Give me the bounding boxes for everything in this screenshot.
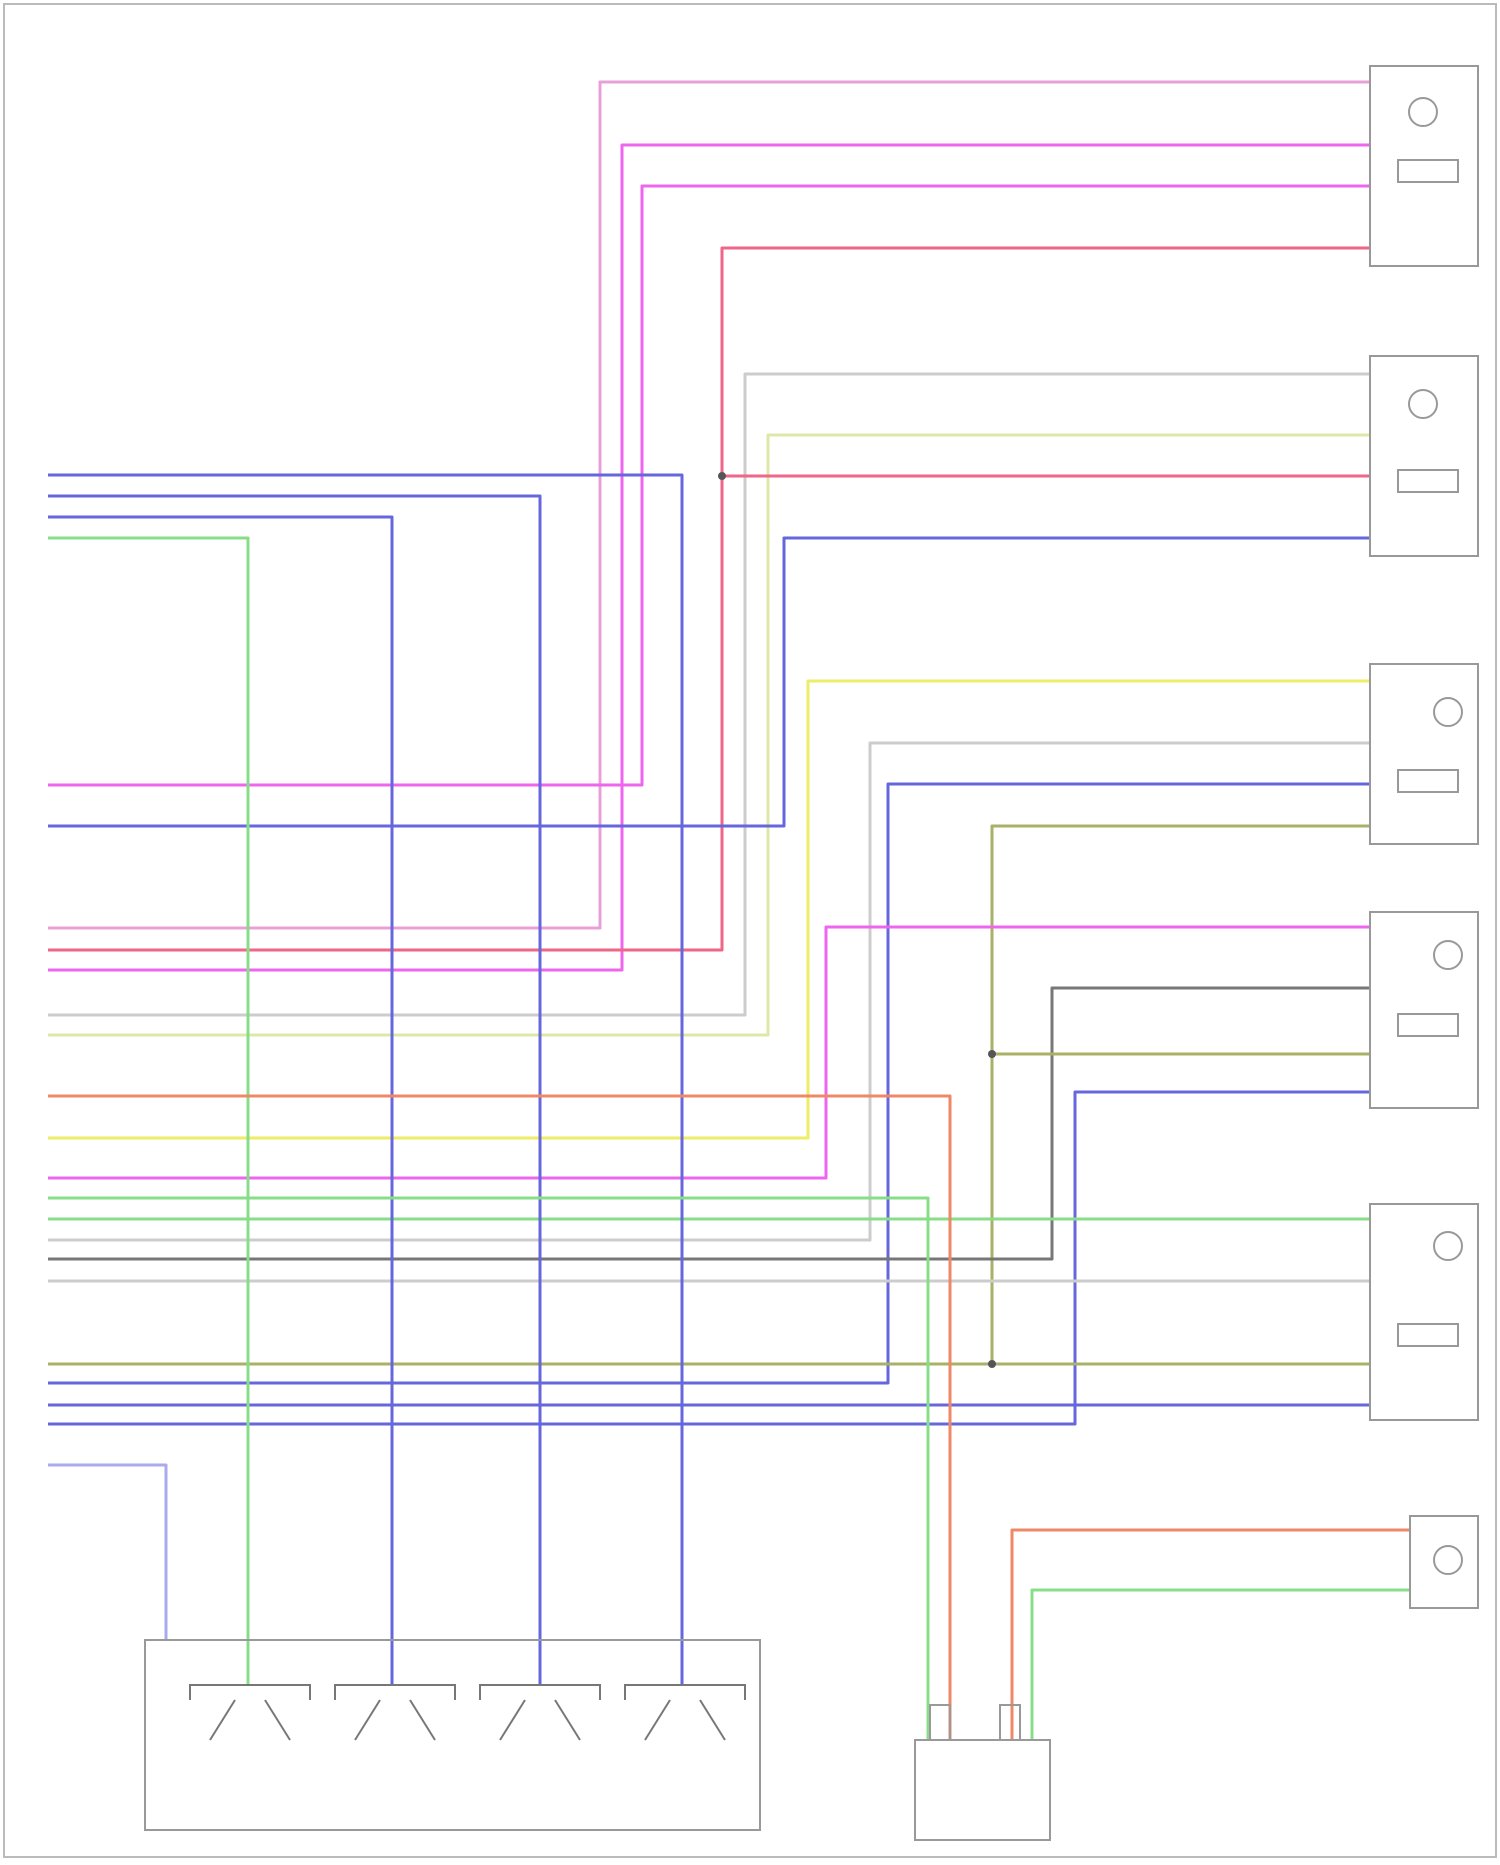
rear-height-motor-box xyxy=(1370,1204,1478,1420)
switch-symbol xyxy=(335,1685,455,1740)
upper-lumbar-motor-box xyxy=(1370,356,1478,556)
switch-symbol xyxy=(480,1685,600,1740)
sensor-symbol xyxy=(1398,160,1458,182)
motor-symbol xyxy=(1409,98,1437,126)
wire xyxy=(48,517,392,1685)
wire xyxy=(48,538,248,1685)
connector-pin xyxy=(930,1705,950,1740)
wire xyxy=(48,475,682,1685)
wire xyxy=(48,681,1370,1138)
wire xyxy=(48,1465,166,1640)
page-frame xyxy=(4,4,1496,1857)
wire xyxy=(1032,1590,1410,1740)
wire xyxy=(48,743,1370,1240)
motor-symbol xyxy=(1409,390,1437,418)
wire xyxy=(48,248,1370,950)
motor-symbol xyxy=(1434,1232,1462,1260)
sensor-symbol xyxy=(1398,470,1458,492)
wire xyxy=(48,1198,928,1740)
wire xyxy=(48,374,1370,1015)
wire xyxy=(48,145,1370,970)
wire xyxy=(48,82,1370,928)
wire xyxy=(48,1096,950,1740)
motor-symbol xyxy=(1434,1546,1462,1574)
fwd-motor-box xyxy=(1370,912,1478,1108)
splice-dot xyxy=(988,1050,996,1058)
switch-symbol xyxy=(625,1685,745,1740)
splice-dot xyxy=(988,1360,996,1368)
splice-dot xyxy=(718,472,726,480)
switch-panel-box xyxy=(145,1640,760,1830)
wire xyxy=(48,186,1370,785)
wire xyxy=(48,784,1370,1383)
wire xyxy=(992,826,1370,1364)
motor-symbol xyxy=(1434,941,1462,969)
motor-symbol xyxy=(1434,698,1462,726)
switch-symbol xyxy=(190,1685,310,1740)
sensor-symbol xyxy=(1398,1014,1458,1036)
wire xyxy=(48,496,540,1685)
seat-module-box xyxy=(915,1740,1050,1840)
height-motor-box xyxy=(1370,664,1478,844)
recliner-motor-box xyxy=(1410,1516,1478,1608)
lumbar-motor-box xyxy=(1370,66,1478,266)
sensor-symbol xyxy=(1398,1324,1458,1346)
sensor-symbol xyxy=(1398,770,1458,792)
wire xyxy=(1012,1530,1410,1740)
wire xyxy=(48,435,1370,1035)
connector-pin xyxy=(1000,1705,1020,1740)
